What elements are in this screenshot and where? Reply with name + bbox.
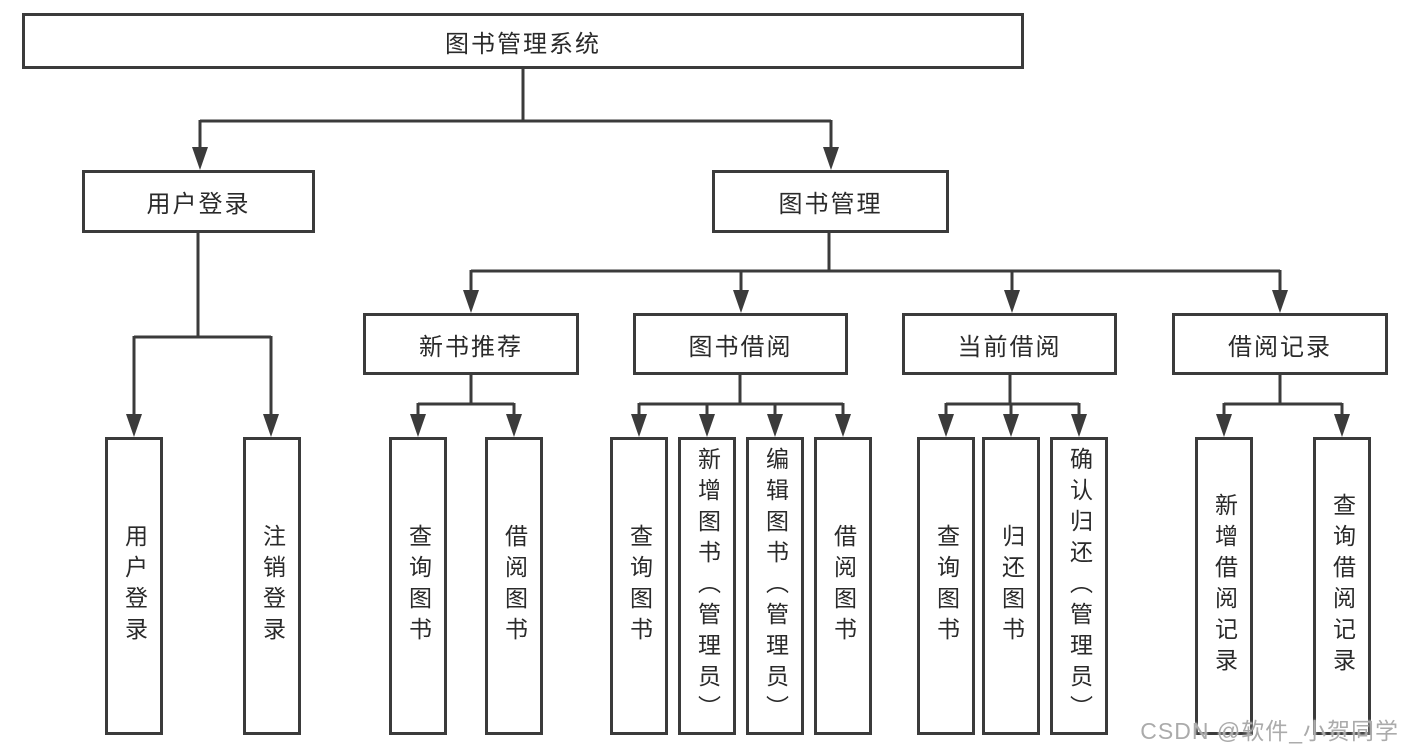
- node-current-borrowing-label: 当前借阅: [957, 333, 1062, 361]
- leaf-borrow-edit-books-admin-label: 编辑图书（管理员）: [762, 446, 789, 726]
- leaf-current-query-books-label: 查询图书: [933, 524, 960, 648]
- leaf-logout: 注销登录: [243, 437, 301, 735]
- leaf-borrow-borrow-books-label: 借阅图书: [830, 524, 857, 648]
- leaf-current-return-books-label: 归还图书: [998, 524, 1025, 648]
- leaf-user-login-label: 用户登录: [121, 524, 148, 648]
- leaf-borrow-query-books: 查询图书: [610, 437, 668, 735]
- node-borrowing-records-label: 借阅记录: [1228, 333, 1332, 361]
- node-book-management: 图书管理: [712, 170, 949, 233]
- leaf-records-add-record: 新增借阅记录: [1195, 437, 1253, 735]
- leaf-borrow-borrow-books: 借阅图书: [814, 437, 872, 735]
- arrowheads: [126, 147, 1350, 437]
- node-book-borrowing-label: 图书借阅: [688, 333, 793, 361]
- csdn-watermark: CSDN @软件_小贺同学: [1140, 718, 1399, 744]
- node-book-borrowing: 图书借阅: [633, 313, 848, 375]
- node-new-book-recommend: 新书推荐: [363, 313, 579, 375]
- node-current-borrowing: 当前借阅: [902, 313, 1117, 375]
- leaf-newbook-query-books-label: 查询图书: [405, 524, 432, 648]
- leaf-newbook-borrow-books-label: 借阅图书: [501, 524, 528, 648]
- leaf-borrow-add-books-admin: 新增图书（管理员）: [678, 437, 736, 735]
- leaf-records-query-record-label: 查询借阅记录: [1329, 493, 1356, 679]
- leaf-records-query-record: 查询借阅记录: [1313, 437, 1371, 735]
- node-borrowing-records: 借阅记录: [1172, 313, 1388, 375]
- leaf-borrow-add-books-admin-label: 新增图书（管理员）: [694, 446, 721, 726]
- leaf-current-query-books: 查询图书: [917, 437, 975, 735]
- node-book-management-label: 图书管理: [778, 191, 883, 218]
- leaf-records-add-record-label: 新增借阅记录: [1211, 493, 1238, 679]
- leaf-borrow-edit-books-admin: 编辑图书（管理员）: [746, 437, 804, 735]
- leaf-current-confirm-return-admin-label: 确认归还（管理员）: [1066, 446, 1093, 726]
- leaf-current-confirm-return-admin: 确认归还（管理员）: [1050, 437, 1108, 735]
- node-root: 图书管理系统: [22, 13, 1024, 69]
- node-user-login-label: 用户登录: [146, 191, 251, 218]
- leaf-user-login: 用户登录: [105, 437, 163, 735]
- leaf-logout-label: 注销登录: [259, 524, 286, 648]
- leaf-newbook-query-books: 查询图书: [389, 437, 447, 735]
- leaf-current-return-books: 归还图书: [982, 437, 1040, 735]
- node-root-label: 图书管理系统: [445, 30, 601, 58]
- node-new-book-recommend-label: 新书推荐: [419, 333, 523, 361]
- leaf-borrow-query-books-label: 查询图书: [626, 524, 653, 648]
- node-user-login: 用户登录: [82, 170, 315, 233]
- leaf-newbook-borrow-books: 借阅图书: [485, 437, 543, 735]
